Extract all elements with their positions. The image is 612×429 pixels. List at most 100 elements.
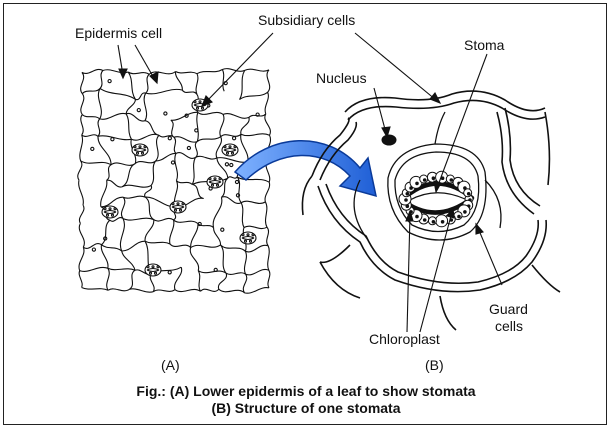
chloroplast-granum [415,214,419,219]
cell-nucleus-dot [255,112,260,117]
stoma-chloroplast-dot [156,265,160,269]
stoma-chloroplast-dot [151,265,155,269]
figure-border [3,3,607,425]
stoma-chloroplast-dot [153,271,158,275]
stoma-chloroplast-dot [146,265,150,269]
cell-nucleus-dot [184,113,189,118]
cell-nucleus-dot [136,107,141,113]
cell-nucleus-dot [234,179,240,185]
epidermis-cell-walls [77,68,272,294]
stoma-chloroplast-dot [176,202,180,206]
stomata-group-a [101,98,257,277]
stoma-chloroplast-dot [138,145,142,149]
cell-nucleus-dot [231,136,237,141]
stoma-chloroplast-dot [223,145,227,149]
label-chloroplast: Chloroplast [369,331,440,347]
leader-lines-b [354,32,503,333]
chloroplast-granum [422,218,427,222]
stoma-panel-b [301,90,561,331]
enlargement-arrow [233,140,377,198]
epidermis-panel-a [77,68,272,294]
stoma-pore-line [146,267,160,273]
stoma-chloroplast-dot [225,151,230,155]
stoma-chloroplast-dot [178,208,183,212]
stoma-chloroplast-dot [181,202,185,206]
label-nucleus: Nucleus [316,70,367,86]
chloroplast-granum [466,192,471,196]
stoma-chloroplast-dot [133,145,137,149]
nucleus-shape [381,134,397,146]
stoma-chloroplast-dot [241,233,245,237]
chloroplast-granum [463,210,467,214]
stoma-pore-line [223,147,237,153]
chloroplast-granum [431,176,436,180]
stoma-chloroplast-dot [105,213,110,217]
stoma-chloroplast-dot [103,207,107,211]
cell-nucleus-dot [167,270,172,275]
chloroplast-granum [457,214,461,219]
label-guard-cells-line2: cells [495,318,524,334]
stoma-pore-line [208,179,222,185]
chloroplast-group [398,170,474,228]
cell-nucleus-dot [197,221,202,227]
stoma-chloroplast-dot [140,151,145,155]
stoma-chloroplast-dot [148,271,153,275]
stoma-pore-line [241,235,255,241]
label-stoma: Stoma [464,37,505,53]
chloroplast-granum [405,192,410,196]
cell-nucleus-dot [213,267,218,273]
stoma-chloroplast-dot [143,145,147,149]
cell-nucleus-dot [224,162,230,167]
stoma-chloroplast-dot [198,100,202,104]
stoma-pore-line [171,204,185,210]
label-guard-cells-line1: Guard [489,301,528,317]
stoma-chloroplast-dot [135,151,140,155]
stoma-chloroplast-dot [213,177,217,181]
cell-nucleus-dot [91,247,97,252]
stoma-chloroplast-dot [248,239,253,243]
cell-nucleus-dot [110,137,115,142]
label-epidermis-cell: Epidermis cell [75,25,163,41]
stoma-chloroplast-dot [243,239,248,243]
chloroplast-granum [449,178,454,182]
stoma-chloroplast-dot [110,213,115,217]
label-subsidiary-cells: Subsidiary cells [258,12,356,28]
epidermis-cell-network [77,68,272,294]
cell-nucleus-dot [90,146,95,152]
stoma-chloroplast-dot [251,233,255,237]
cell-nucleus-dot [235,193,241,198]
label-panel-b: (B) [425,357,444,373]
stoma-chloroplast-dot [215,183,220,187]
chloroplast-granum [440,176,445,180]
stoma-chloroplast-dot [173,208,178,212]
stoma-chloroplast-dot [233,145,237,149]
cell-nucleus-dot [103,236,108,241]
stoma-chloroplast-dot [210,183,215,187]
label-panel-a: (A) [161,357,180,373]
stoma-chloroplast-dot [218,177,222,181]
cell-nucleus-dot [186,145,192,151]
cell-nucleus-dot [229,162,234,168]
chloroplast-granum [409,186,413,190]
stoma-pore-line [103,209,117,215]
stoma-chloroplast-dot [200,106,205,110]
stoma-chloroplast-dot [113,207,117,211]
stoma-chloroplast-dot [195,106,200,110]
caption-line-2: (B) Structure of one stomata [211,400,401,416]
chloroplast-granum [440,220,445,224]
leader-lines-a [117,32,274,107]
chloroplast-granum [415,181,419,186]
chloroplast-granum [404,198,408,202]
chloroplast-granum [431,220,436,224]
stoma-chloroplast-dot [208,177,212,181]
stoma-chloroplast-dot [171,202,175,206]
stoma-chloroplast-dot [228,145,232,149]
stoma-chloroplast-dot [193,100,197,104]
chloroplast-granum [422,178,427,182]
cell-nucleus-dot [220,227,225,232]
cell-nucleus-dot [107,78,112,84]
cell-nucleus-dot [194,128,199,133]
stoma-chloroplast-dot [108,207,112,211]
stoma-chloroplast-dot [230,151,235,155]
cell-nucleus-dot [167,136,172,141]
